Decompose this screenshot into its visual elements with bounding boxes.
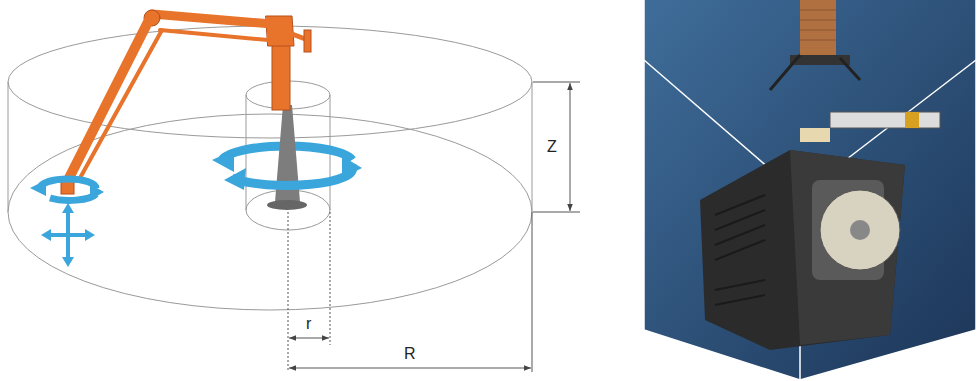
pedestal-base — [267, 200, 307, 210]
rotation-arrow — [232, 166, 353, 185]
r-dimension — [289, 338, 329, 339]
upper-arm — [152, 14, 272, 24]
wrist-rotation-arrow — [40, 179, 96, 188]
extension-line — [532, 212, 533, 372]
vent — [715, 280, 765, 290]
forearm — [68, 18, 150, 180]
ridge — [800, 30, 836, 31]
extension-line — [533, 82, 580, 83]
cube-edge — [644, 0, 976, 380]
gripper-pad — [800, 128, 830, 142]
gripper-link — [770, 55, 800, 90]
counterweight — [304, 30, 311, 52]
robot-gripper — [770, 0, 940, 142]
cube-outline — [644, 0, 976, 380]
ridge — [800, 20, 836, 21]
cross-head — [41, 229, 51, 241]
gripper-bar — [830, 112, 940, 128]
suction-hub — [850, 220, 870, 240]
dimension-label: Z — [545, 138, 559, 156]
dimension-label: R — [402, 345, 418, 363]
photo-background — [644, 0, 976, 380]
cross-head — [62, 257, 74, 267]
outer-side-line — [8, 82, 9, 212]
Z-dimension — [570, 83, 571, 211]
cross-head — [85, 229, 95, 241]
extension-line — [330, 212, 331, 345]
dimension-label: r — [304, 315, 313, 333]
ridge — [800, 40, 836, 41]
gripper-clamp — [905, 112, 919, 128]
parallel-link — [160, 30, 268, 40]
outer-side-line — [532, 82, 533, 212]
tv-vents — [715, 195, 765, 305]
extension-line — [288, 212, 289, 372]
cross-line — [46, 233, 90, 237]
parallel-link — [80, 30, 162, 178]
extension-line — [533, 212, 580, 213]
gripper-bellows — [800, 0, 836, 55]
wrist-rotation-arrow — [50, 194, 96, 200]
tv-front — [790, 150, 905, 345]
gripper-link — [840, 58, 860, 80]
arm-column — [272, 38, 290, 110]
rotation-arrowhead — [30, 180, 46, 196]
rotation-arrowhead — [212, 150, 234, 172]
workspace-cylinder — [8, 26, 532, 310]
rotation-arrowhead — [342, 156, 362, 178]
R-dimension — [289, 368, 531, 369]
cross-head — [62, 203, 74, 213]
television — [700, 150, 905, 350]
vent — [715, 240, 765, 260]
rotation-arrowhead — [90, 184, 104, 200]
tv-body — [700, 150, 905, 350]
rotation-arrowhead — [224, 168, 246, 190]
bellows-ridges — [800, 10, 836, 40]
cross-arrowheads — [41, 203, 95, 267]
ridge — [800, 10, 836, 11]
robot-arm — [61, 10, 311, 194]
suction-disc — [820, 190, 900, 270]
move-cross-arrow — [46, 208, 90, 262]
vent — [715, 295, 765, 305]
dimension-lines — [288, 82, 580, 372]
